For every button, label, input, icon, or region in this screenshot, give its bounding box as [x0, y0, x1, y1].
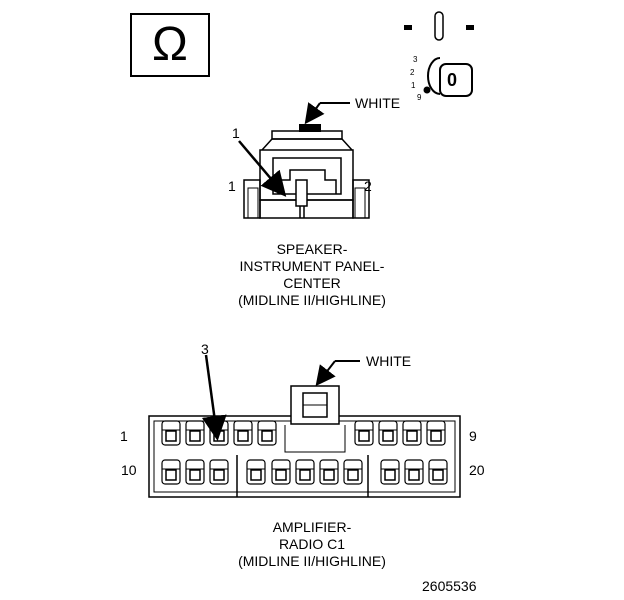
ohmmeter-icon: [130, 13, 210, 77]
amp-pin-bottom-right-label: 20: [469, 462, 485, 478]
pin1-callout-arrow: [238, 140, 287, 197]
pin-cavity: [161, 420, 181, 446]
amp-caption-line: AMPLIFIER-: [272, 519, 352, 535]
amp-callout-number: 3: [201, 341, 209, 357]
pin-cavity: [319, 459, 339, 485]
speaker-caption-line: SPEAKER-: [276, 241, 348, 257]
pin-cavity: [380, 459, 400, 485]
ignition-position-label: 9: [417, 93, 422, 102]
ignition-position-label: 3: [413, 55, 418, 64]
pin-cavity: [257, 420, 277, 446]
speaker-callout-number: 1: [232, 125, 240, 141]
speaker-connector: [243, 124, 370, 219]
pin-cavity: [185, 420, 205, 446]
ignition-position-label: 1: [411, 81, 416, 90]
pin-cavity: [378, 420, 398, 446]
ignition-position-label: 2: [410, 68, 415, 77]
pin-cavity: [271, 459, 291, 485]
amp-pin-top-right-label: 9: [469, 428, 477, 444]
figure-number: 2605536: [422, 578, 477, 594]
amp-caption: AMPLIFIER- RADIO C1 (MIDLINE II/HIGHLINE…: [200, 519, 424, 570]
ohm-symbol: Ω: [152, 18, 188, 71]
pin-cavity: [246, 459, 266, 485]
pin3-callout-arrow: [201, 354, 227, 441]
amp-color-label: WHITE: [366, 353, 412, 369]
pin-cavity: [185, 459, 205, 485]
pin-cavity: [295, 459, 315, 485]
amp-pin-top-left-label: 1: [120, 428, 128, 444]
speaker-caption-line: CENTER: [283, 275, 341, 291]
ignition-key-label: 0: [447, 70, 458, 90]
amplifier-connector: [148, 385, 461, 498]
pin-cavity: [161, 459, 181, 485]
speaker-caption-line: (MIDLINE II/HIGHLINE): [238, 292, 386, 308]
pin-cavity: [428, 459, 448, 485]
amp-caption-line: (MIDLINE II/HIGHLINE): [238, 553, 386, 569]
pin-cavity: [354, 420, 374, 446]
amp-white-leader-arrow: [315, 360, 336, 387]
pin-cavity: [343, 459, 363, 485]
speaker-color-label: WHITE: [355, 95, 401, 111]
white-leader-arrow: [304, 102, 325, 125]
amp-pin-bottom-left-label: 10: [121, 462, 137, 478]
speaker-caption-line: INSTRUMENT PANEL-: [239, 258, 385, 274]
ignition-switch-icon: [404, 11, 474, 97]
speaker-caption: SPEAKER- INSTRUMENT PANEL- CENTER (MIDLI…: [200, 241, 424, 309]
amp-pins-bottom-row: [161, 459, 448, 485]
pin-cavity: [233, 420, 253, 446]
amp-caption-line: RADIO C1: [278, 536, 346, 552]
pin-cavity: [404, 459, 424, 485]
pin-cavity: [426, 420, 446, 446]
speaker-pin-right-label: 2: [364, 178, 372, 194]
speaker-pin-left-label: 1: [228, 178, 236, 194]
pin-cavity: [209, 459, 229, 485]
pin-cavity: [209, 420, 229, 446]
pin-cavity: [402, 420, 422, 446]
